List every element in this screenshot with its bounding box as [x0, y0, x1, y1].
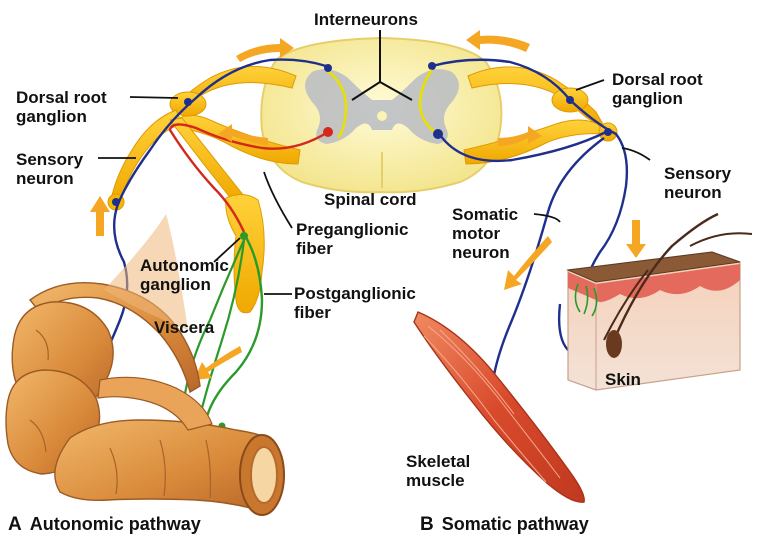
label-line: Dorsal root [16, 88, 107, 107]
label-line: Skeletal [406, 452, 470, 471]
label-interneurons: Interneurons [314, 10, 418, 29]
label-line: ganglion [140, 275, 229, 294]
label-line: Somatic [452, 205, 518, 224]
label-sensory-neuron-right: Sensory neuron [664, 164, 731, 202]
label-line: fiber [294, 303, 416, 322]
caption-somatic-pathway: B Somatic pathway [420, 514, 589, 536]
label-postganglionic-fiber: Postganglionic fiber [294, 284, 416, 322]
label-line: muscle [406, 471, 470, 490]
label-line: neuron [664, 183, 731, 202]
label-autonomic-ganglion: Autonomic ganglion [140, 256, 229, 294]
label-line: neuron [452, 243, 518, 262]
label-line: neuron [16, 169, 83, 188]
label-spinal-cord: Spinal cord [324, 190, 417, 209]
label-line: fiber [296, 239, 408, 258]
label-line: Postganglionic [294, 284, 416, 303]
label-dorsal-root-ganglion-right: Dorsal root ganglion [612, 70, 703, 108]
label-line: Dorsal root [612, 70, 703, 89]
caption-text: Autonomic pathway [30, 514, 201, 534]
label-viscera: Viscera [154, 318, 214, 337]
label-somatic-motor-neuron: Somatic motor neuron [452, 205, 518, 262]
label-skeletal-muscle: Skeletal muscle [406, 452, 470, 490]
label-line: Sensory [16, 150, 83, 169]
label-line: motor [452, 224, 518, 243]
caption-text: Somatic pathway [442, 514, 589, 534]
label-line: Autonomic [140, 256, 229, 275]
caption-letter: B [420, 514, 434, 535]
label-dorsal-root-ganglion-left: Dorsal root ganglion [16, 88, 107, 126]
label-line: ganglion [16, 107, 107, 126]
caption-autonomic-pathway: A Autonomic pathway [8, 514, 201, 536]
label-sensory-neuron-left: Sensory neuron [16, 150, 83, 188]
label-line: Preganglionic [296, 220, 408, 239]
label-line: ganglion [612, 89, 703, 108]
label-preganglionic-fiber: Preganglionic fiber [296, 220, 408, 258]
label-line: Sensory [664, 164, 731, 183]
skin-block [568, 214, 752, 390]
label-skin: Skin [605, 370, 641, 389]
caption-letter: A [8, 514, 22, 535]
